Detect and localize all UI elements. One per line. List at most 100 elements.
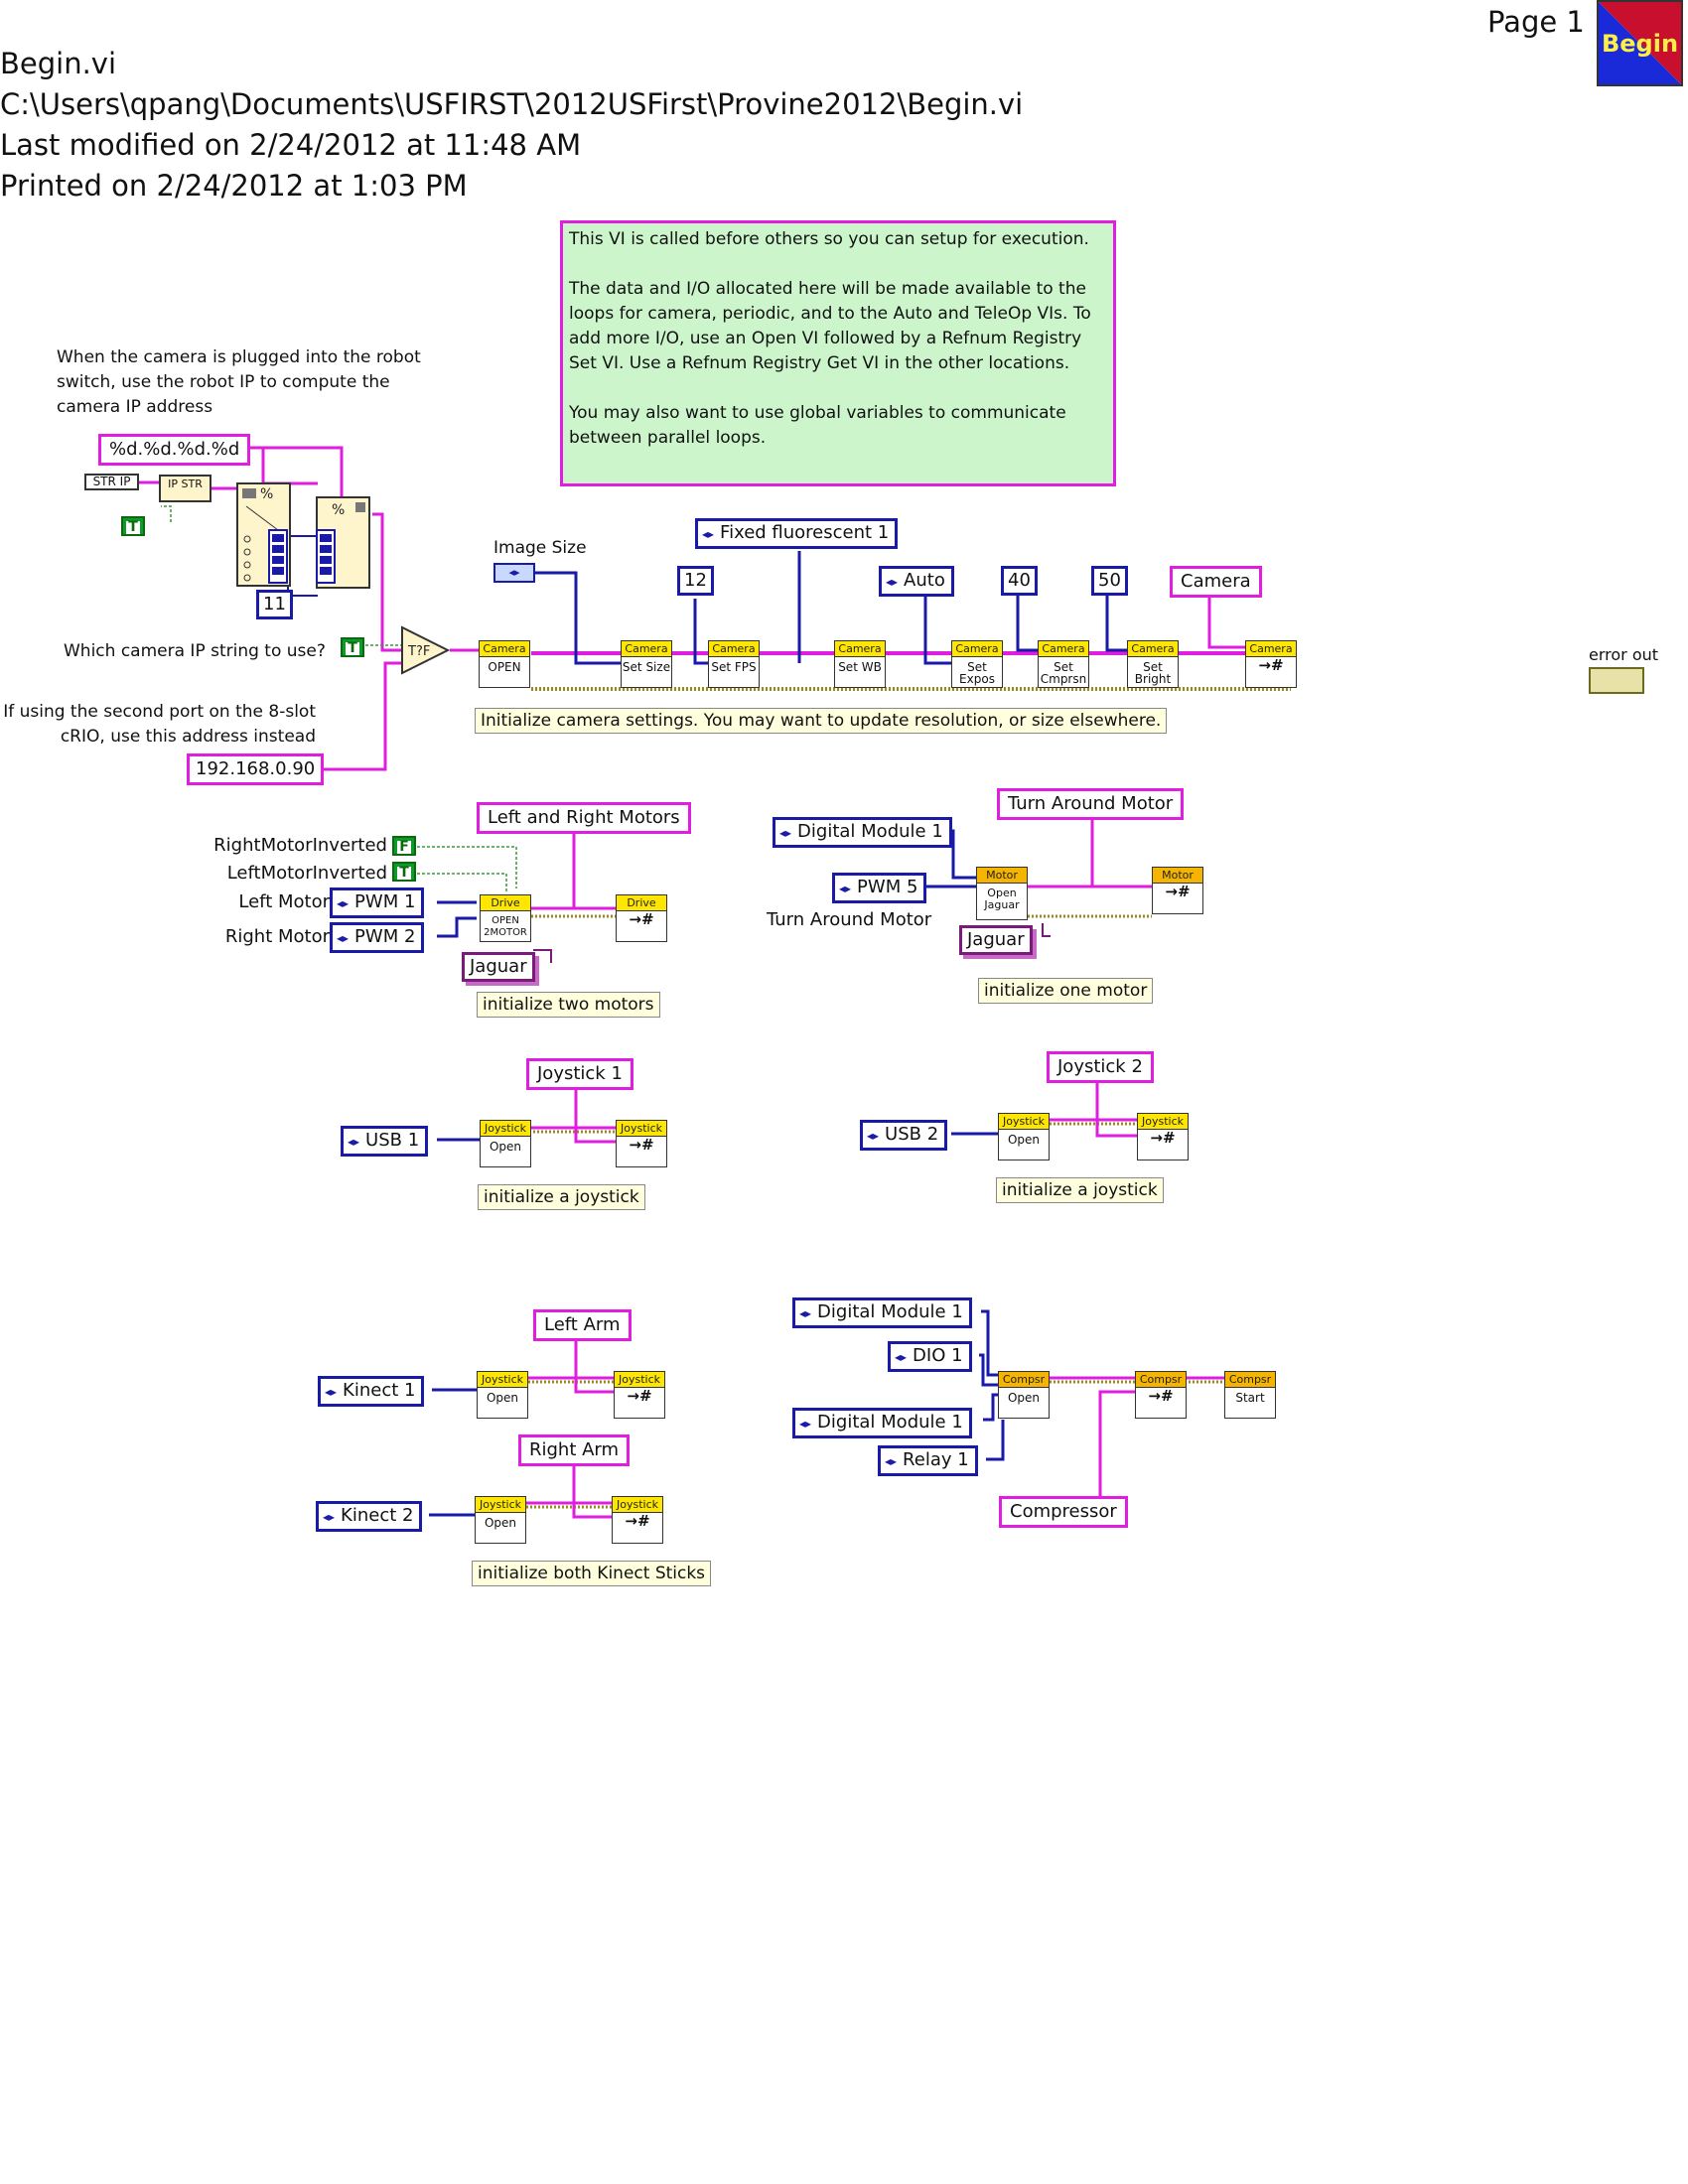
right-motor-pwm-value: PWM 2 <box>354 926 416 947</box>
wire <box>533 949 552 963</box>
enum-arrows-icon: ◂▸ <box>839 882 852 895</box>
turn-motor-registry-set-vi[interactable]: Motor→# <box>1152 867 1203 914</box>
ip-to-string-node[interactable]: IP STR <box>159 475 211 502</box>
octet-constant[interactable]: 11 <box>256 590 293 619</box>
vi-caption: Set Size <box>622 660 671 674</box>
vi-banner: Compsr <box>1136 1372 1186 1388</box>
brightness-constant[interactable]: 50 <box>1091 566 1128 596</box>
compression-constant[interactable]: 40 <box>1001 566 1038 596</box>
vi-banner: Joystick <box>481 1121 530 1137</box>
compressor-registry-name[interactable]: Compressor <box>999 1496 1128 1528</box>
vi-caption: OPEN <box>488 660 521 674</box>
vi-banner: Motor <box>977 868 1027 884</box>
right-motor-pwm[interactable]: ◂▸PWM 2 <box>330 922 425 953</box>
vi-banner: Camera <box>480 641 529 657</box>
enum-arrows-icon: ◂▸ <box>886 575 899 589</box>
left-motor-pwm[interactable]: ◂▸PWM 1 <box>330 887 425 918</box>
which-camera-ip-constant[interactable]: T <box>341 637 364 657</box>
left-motor-pwm-value: PWM 1 <box>354 891 416 912</box>
vi-banner: Joystick <box>1138 1114 1188 1130</box>
left-motor-inverted-constant[interactable]: T <box>392 862 416 882</box>
compressor-registry-set-vi[interactable]: Compsr→# <box>1135 1371 1187 1419</box>
wire <box>262 446 344 496</box>
joystick2-registry-name[interactable]: Joystick 2 <box>1047 1051 1154 1083</box>
exposure-enum[interactable]: ◂▸Auto <box>879 566 954 597</box>
camera-ip-comment: When the camera is plugged into the robo… <box>57 347 421 417</box>
u32-terminal <box>320 556 332 564</box>
kinect2-port-value: Kinect 2 <box>341 1505 414 1526</box>
white-balance-enum[interactable]: ◂▸Fixed fluorescent 1 <box>695 518 899 549</box>
turn-motor-registry-name[interactable]: Turn Around Motor <box>997 788 1185 820</box>
joystick1-port-value: USB 1 <box>365 1130 420 1151</box>
drive-motor-type[interactable]: Jaguar <box>462 952 535 982</box>
kinect2-registry-set-vi[interactable]: Joystick→# <box>612 1496 663 1544</box>
enum-arrows-icon: ◂▸ <box>779 826 792 840</box>
note-paragraph-2: The data and I/O allocated here will be … <box>569 279 1091 373</box>
joystick2-port[interactable]: ◂▸USB 2 <box>860 1120 948 1151</box>
wire <box>534 571 621 665</box>
vi-banner: Camera <box>835 641 885 657</box>
vi-caption: Set Expos <box>959 660 995 686</box>
fps-constant[interactable]: 12 <box>677 566 714 596</box>
format-string-constant[interactable]: %d.%d.%d.%d <box>98 434 251 466</box>
right-motor-inverted-constant[interactable]: F <box>392 836 416 856</box>
camera-registry-name[interactable]: Camera <box>1170 566 1262 598</box>
compressor-digital-module-1[interactable]: ◂▸Digital Module 1 <box>792 1297 972 1328</box>
left-motor-inverted-value: T <box>397 866 411 880</box>
image-size-label: Image Size <box>493 538 587 558</box>
kinect1-registry-set-vi[interactable]: Joystick→# <box>614 1371 665 1419</box>
right-arm-registry-name[interactable]: Right Arm <box>518 1434 631 1466</box>
wire <box>1098 1390 1135 1502</box>
left-arm-registry-name[interactable]: Left Arm <box>533 1309 632 1341</box>
vi-caption: Start <box>1235 1391 1265 1405</box>
right-motor-label: Right Motor <box>224 926 330 947</box>
format-into-string-glyph: % <box>332 502 365 518</box>
wire <box>923 596 955 665</box>
enum-arrows-icon: ◂▸ <box>885 1454 898 1468</box>
joystick1-registry-name[interactable]: Joystick 1 <box>526 1058 633 1090</box>
drive-registry-name[interactable]: Left and Right Motors <box>477 802 691 834</box>
turn-motor-pwm[interactable]: ◂▸ PWM 5 <box>832 873 927 903</box>
page-number: Page 1 <box>1487 5 1585 39</box>
turn-motor-pwm-value: PWM 5 <box>857 877 918 897</box>
wire <box>981 1309 998 1377</box>
joystick2-registry-set-vi[interactable]: Joystick→# <box>1137 1113 1189 1160</box>
alternate-ip-constant[interactable]: 192.168.0.90 <box>187 753 325 785</box>
joystick1-registry-set-vi[interactable]: Joystick→# <box>616 1120 667 1167</box>
vi-caption: Open <box>1007 1391 1041 1405</box>
compressor-relay[interactable]: ◂▸Relay 1 <box>878 1445 978 1476</box>
kinect2-port[interactable]: ◂▸Kinect 2 <box>316 1501 423 1532</box>
enum-arrows-icon: ◂▸ <box>895 1350 908 1364</box>
turn-motor-module[interactable]: ◂▸Digital Module 1 <box>773 817 952 848</box>
select-node[interactable]: T?F <box>400 625 452 675</box>
registry-set-icon: →# <box>1165 883 1191 900</box>
vi-icon-background <box>1599 2 1681 84</box>
joystick1-port[interactable]: ◂▸USB 1 <box>341 1126 429 1157</box>
image-size-enum[interactable]: ◂▸ <box>493 563 535 583</box>
compressor-dio[interactable]: ◂▸DIO 1 <box>888 1341 972 1372</box>
camera-registry-set-vi[interactable]: Camera→# <box>1245 640 1297 688</box>
vi-name: Begin.vi <box>0 47 117 80</box>
kinect1-port[interactable]: ◂▸Kinect 1 <box>318 1376 425 1407</box>
u32-inputs <box>316 529 336 584</box>
true-constant[interactable]: T <box>121 516 145 536</box>
turn-motor-type[interactable]: Jaguar <box>959 925 1033 955</box>
str-ip-node[interactable]: STR IP <box>84 474 139 490</box>
compressor-digital-module-2[interactable]: ◂▸Digital Module 1 <box>792 1408 972 1438</box>
drive-registry-set-vi[interactable]: Drive→# <box>616 894 667 942</box>
